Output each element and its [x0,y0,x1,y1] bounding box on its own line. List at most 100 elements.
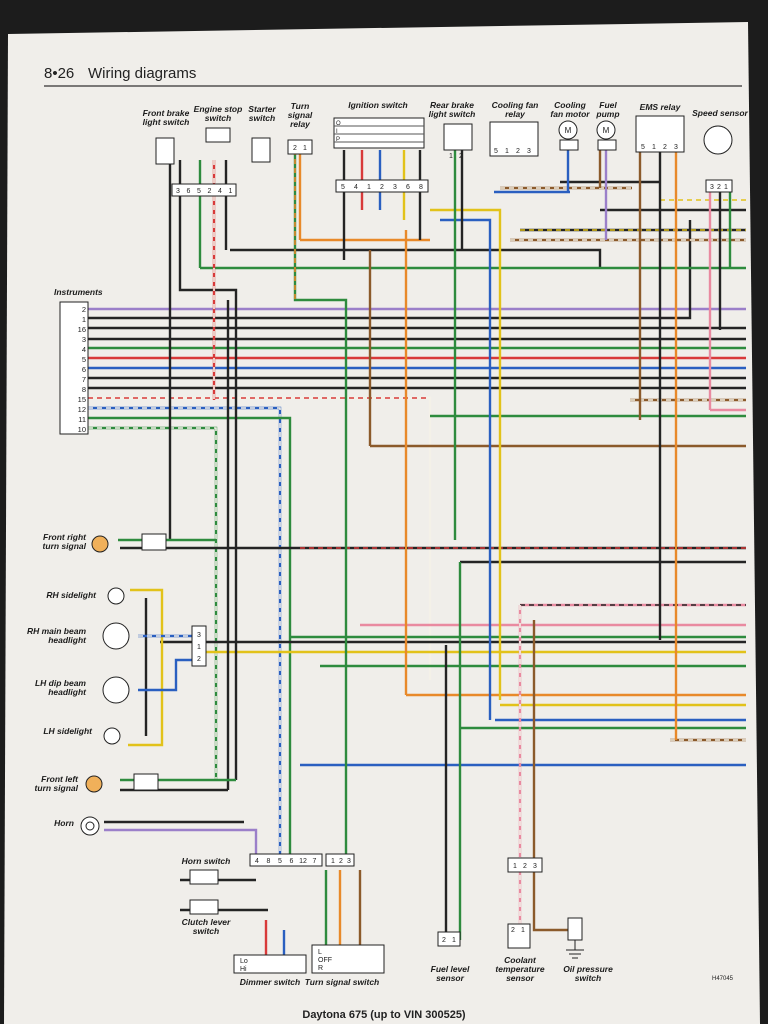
wire-white-tracer [88,427,217,780]
connector-pin-label: 3 [347,858,351,865]
wire-yellow [128,588,164,747]
svg-text:1: 1 [303,145,307,152]
instrument-pin-label: 15 [78,395,86,404]
svg-text:light switch: light switch [143,117,190,127]
svg-text:switch: switch [575,973,601,983]
turn-signal-switch-label: Turn signal switch [305,977,379,987]
lh-dip-beam-headlight: LH dip beam headlight [35,676,130,704]
connector-pin-label: 3 [393,184,397,191]
rh-sidelight: RH sidelight [46,587,125,605]
wire-purple [104,828,258,860]
cooling-fan-motor-label: Cooling [554,100,586,110]
instrument-pin-label: 10 [78,425,86,434]
connector-pin-label: 1 [367,184,371,191]
connector-pin-label: 6 [187,188,191,195]
svg-text:turn signal: turn signal [43,541,87,551]
cooling-fan-relay-label: Cooling fan [492,100,539,110]
wire-black [88,220,692,320]
fuel-pump-label: Fuel [599,100,617,110]
fuel-level-sensor-label: Fuel level [431,964,470,974]
rh-main-beam-headlight: RH main beam headlight [27,622,130,650]
wire-white [88,396,432,680]
instrument-pin-label: 1 [82,315,86,324]
svg-text:signal: signal [288,110,313,120]
svg-text:1: 1 [521,927,525,934]
instrument-pin-label: 3 [82,335,86,344]
front-left-turn-signal-label: Front left [41,774,79,784]
instrument-pin-label: 4 [82,345,86,354]
svg-text:P: P [336,137,340,143]
turn-signal-relay: Turn signal relay 2 1 [287,101,313,155]
connector [133,773,159,791]
svg-text:light switch: light switch [429,109,476,119]
connector-pin-label: 8 [419,184,423,191]
turn-signal-relay-label: Turn [291,101,310,111]
connector-pin-label: 8 [267,858,271,865]
svg-text:OFF: OFF [318,957,332,964]
horn-label: Horn [54,818,74,828]
front-brake-light-switch-label: Front brake [143,108,190,118]
wire-white-tracer [88,407,281,860]
connector-pin-label: 1 [229,188,233,195]
svg-text:temperature: temperature [495,964,544,974]
wire-blue [138,658,200,692]
connector-pin-label: 1 [197,644,201,651]
connector-pin-label: 2 [663,144,667,151]
connector-pin-label: 2 [339,858,343,865]
fuel-pump: Fuel pump M [595,100,620,151]
wire-black [230,248,602,268]
connector-pin-label: 1 [513,863,517,870]
connector-pin-label: 1 [331,858,335,865]
svg-text:L: L [318,949,322,956]
horn-switch: Horn switch [182,856,230,885]
wire-green [88,416,292,860]
clutch-lever-switch-label: Clutch lever [182,917,231,927]
page-number: 8•26 [44,65,74,82]
lh-dip-beam-headlight-label: LH dip beam [35,678,86,688]
svg-text:M: M [603,126,610,135]
lamp-icon [102,622,130,650]
connector-pin-label: 6 [290,858,294,865]
wire-yellow [430,208,502,700]
lamp-icon [85,775,103,793]
turn-signal-switch: L OFF R Turn signal switch [305,944,385,987]
svg-text:sensor: sensor [506,973,535,983]
switch-symbol [251,137,271,163]
connector-pin-label: 3 [527,148,531,155]
connector-pin-label: 7 [313,858,317,865]
lh-sidelight-label: LH sidelight [43,726,93,736]
instrument-pin-label: 7 [82,375,86,384]
connector-pin-label: 12 [299,858,307,865]
wire-brown [532,620,580,932]
svg-text:O: O [336,121,341,127]
svg-text:2: 2 [459,153,463,160]
connector-pin-label: 5 [197,188,201,195]
connector-pin-label: 2 [523,863,527,870]
engine-stop-switch-label: Engine stop [194,104,243,114]
connector-pin-label: 3 [533,863,537,870]
connector-pin-label: 2 [516,148,520,155]
rh-main-beam-headlight-label: RH main beam [27,626,86,636]
svg-text:M: M [565,126,572,135]
connector-pin-label: 5 [278,858,282,865]
svg-text:fan motor: fan motor [550,109,590,119]
svg-text:1: 1 [452,937,456,944]
connector-pin-label: 6 [406,184,410,191]
svg-text:2: 2 [442,937,446,944]
oil-pressure-switch: Oil pressure switch [563,917,613,983]
connector-pin-label: 2 [717,184,721,191]
svg-text:Lo: Lo [240,958,248,965]
svg-text:relay: relay [290,119,311,129]
figure-code: H47045 [712,976,734,982]
svg-text:2: 2 [293,145,297,152]
lamp-icon [102,676,130,704]
switch-symbol [205,127,231,143]
front-right-turn-signal-label: Front right [43,532,87,542]
